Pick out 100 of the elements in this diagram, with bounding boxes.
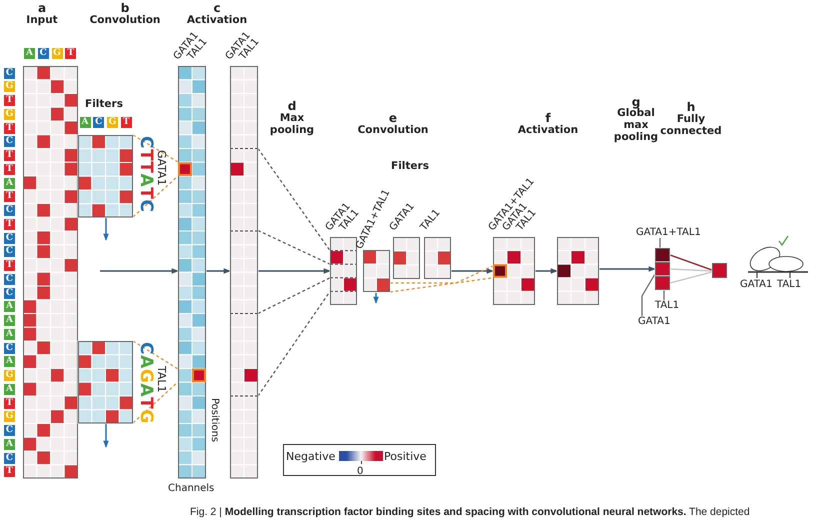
motif-sequence: CTTATC: [137, 136, 154, 213]
panel-title: Global max pooling: [612, 107, 660, 143]
leader-line: [659, 238, 661, 248]
arrow: [451, 268, 494, 274]
nucleotide-tile: T: [4, 260, 15, 271]
filter-matrix: [363, 250, 390, 292]
text-label: TAL1: [777, 279, 802, 290]
nucleotide-tile: A: [24, 48, 35, 59]
filter-matrix: [78, 134, 133, 218]
panel-title: Fully connected: [659, 113, 723, 137]
legend-label: Positive: [384, 450, 426, 463]
nucleotide-tile: A: [4, 301, 15, 312]
panel-letter: e: [388, 112, 398, 124]
axis-title: Positions: [209, 398, 220, 442]
panel-title: Input: [25, 14, 59, 26]
connector-line: [670, 271, 712, 284]
panel-title: Filters: [84, 98, 124, 110]
nucleotide-tile: T: [4, 95, 15, 106]
axis-title: Channels: [168, 483, 214, 494]
nucleotide-tile: A: [4, 315, 15, 326]
filter-matrix: [424, 237, 451, 279]
nucleotide-tile: T: [4, 398, 15, 408]
panel-title: Max pooling: [268, 112, 316, 136]
panel-title: Activation: [516, 124, 580, 136]
nucleotide-tile: A: [4, 356, 15, 368]
nucleotide-tile: G: [52, 48, 62, 59]
motif-sequence: CAGATG: [137, 342, 154, 424]
pooled-unit: [655, 248, 670, 262]
projection-line: [132, 176, 178, 218]
nucleotide-tile: T: [4, 122, 15, 134]
unit-label: GATA1+TAL1: [636, 227, 701, 238]
nucleotide-tile: T: [65, 48, 76, 59]
projection-line: [132, 382, 178, 424]
nucleotide-tile: C: [4, 274, 15, 285]
panel-letter: d: [286, 100, 298, 112]
one-hot-matrix: [23, 66, 78, 478]
panel-letter: h: [686, 101, 696, 113]
arrow: [206, 268, 231, 274]
nucleotide-tile: T: [120, 117, 132, 128]
scale-tick-label: 0: [357, 466, 364, 477]
unit-label: GATA1: [638, 316, 670, 327]
nucleotide-tile: C: [4, 232, 15, 244]
pooled-unit: [655, 276, 670, 290]
connector-line: [670, 268, 712, 272]
nucleotide-tile: C: [38, 48, 49, 59]
projection-line: [390, 277, 494, 293]
panel-letter: b: [120, 2, 130, 14]
projection-line: [258, 277, 330, 314]
arrow: [100, 268, 179, 274]
nucleotide-tile: C: [4, 136, 15, 148]
feature-matrix: [330, 237, 357, 305]
nucleotide-tile: A: [80, 117, 90, 128]
nucleotide-tile: T: [4, 150, 15, 161]
figure-caption: Fig. 2 | Modelling transcription factor binding sites and spacing with convolutional neural networks. The depicted: [190, 506, 750, 519]
nucleotide-tile: A: [4, 178, 15, 188]
text-label: GATA1: [740, 279, 772, 290]
nucleotide-tile: A: [4, 384, 15, 395]
nucleotide-tile: T: [4, 466, 15, 478]
nucleotide-tile: G: [4, 411, 15, 422]
nucleotide-tile: T: [4, 164, 15, 175]
nucleotide-tile: T: [4, 218, 15, 230]
nucleotide-tile: C: [4, 68, 15, 78]
nucleotide-tile: G: [4, 81, 15, 92]
panel-letter: c: [212, 2, 222, 14]
filter-matrix: [393, 237, 420, 279]
nucleotide-tile: C: [4, 425, 15, 436]
nucleotide-tile: C: [93, 117, 104, 128]
panel-letter: g: [632, 96, 640, 108]
pooled-matrix: [230, 66, 258, 478]
panel-title: Convolution: [356, 124, 430, 136]
arrow: [599, 266, 656, 272]
leader-line: [663, 290, 665, 300]
feature-matrix: [557, 237, 599, 305]
nucleotide-tile: C: [4, 288, 15, 298]
leader-line: [641, 274, 656, 316]
projection-line: [390, 265, 494, 284]
nucleotide-tile: C: [4, 205, 15, 216]
feature-matrix: [493, 237, 535, 305]
motif-label: TAL1: [156, 366, 167, 393]
projection-line: [258, 291, 330, 396]
panel-title: Activation: [186, 14, 248, 26]
filter-matrix: [78, 341, 133, 424]
nucleotide-tile: A: [4, 438, 15, 450]
nucleotide-tile: C: [4, 246, 15, 258]
nucleotide-tile: C: [4, 452, 15, 464]
output-unit: [712, 263, 727, 278]
panel-title: Filters: [390, 160, 430, 172]
connector-line: [670, 254, 712, 271]
unit-label: TAL1: [655, 300, 680, 311]
projection-line: [258, 230, 330, 265]
nucleotide-tile: G: [4, 370, 15, 381]
nucleotide-tile: C: [4, 342, 15, 354]
panel-title: Convolution: [88, 14, 162, 26]
nucleotide-tile: T: [4, 191, 15, 202]
panel-letter: a: [36, 2, 48, 14]
motif-label: GATA1: [156, 150, 167, 186]
pooled-unit: [655, 262, 670, 276]
nucleotide-tile: G: [4, 108, 15, 120]
nucleotide-tile: G: [107, 117, 118, 128]
legend-label: Negative: [286, 450, 336, 463]
